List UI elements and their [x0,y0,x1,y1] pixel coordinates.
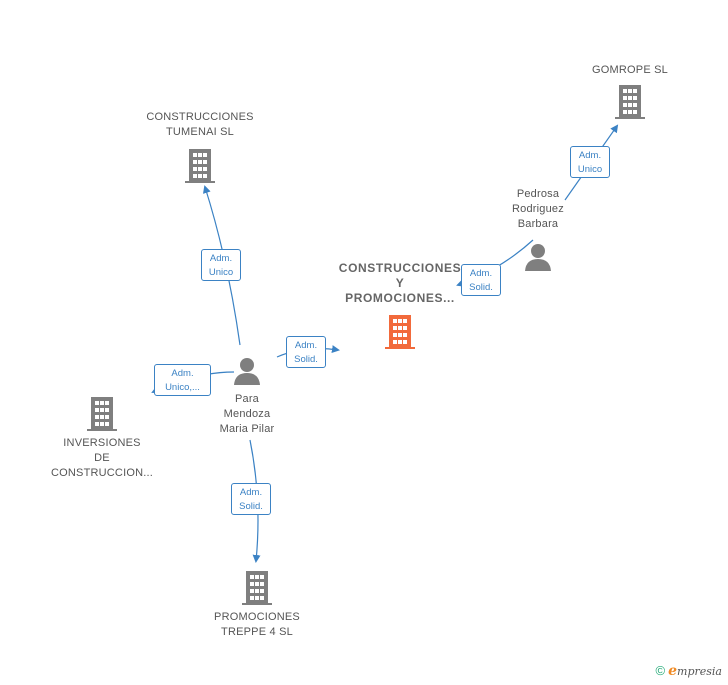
person-label: Pedrosa Rodriguez Barbara [512,188,564,230]
company-label: GOMROPE SL [592,64,668,76]
role-badge-pedrosa-main[interactable]: Adm. Solid. [461,264,501,296]
role-badge-para-tumenai[interactable]: Adm. Unico [201,249,241,281]
person-node-pedrosa[interactable]: Pedrosa Rodriguez Barbara [498,187,578,272]
building-icon [87,397,117,431]
building-icon [242,571,272,605]
footer-brand: © empresia [655,663,722,679]
building-icon [385,315,415,349]
company-node-tumenai[interactable]: CONSTRUCCIONES TUMENAI SL [140,110,260,184]
company-node-inversiones[interactable]: INVERSIONES DE CONSTRUCCION... [40,396,164,481]
role-badge-para-main[interactable]: Adm. Solid. [286,336,326,368]
company-label: CONSTRUCCIONES TUMENAI SL [146,111,254,138]
company-node-treppe[interactable]: PROMOCIONES TREPPE 4 SL [197,570,317,640]
person-node-para[interactable]: Para Mendoza Maria Pilar [204,356,290,437]
person-label: Para Mendoza Maria Pilar [219,393,275,435]
person-icon [525,244,551,271]
company-node-gomrope[interactable]: GOMROPE SL [570,63,690,120]
person-icon [234,358,260,385]
role-badge-para-inversiones[interactable]: Adm. Unico,... [154,364,211,396]
company-node-main[interactable]: CONSTRUCCIONES Y PROMOCIONES... [335,261,465,350]
brand-logo: empresia [668,663,722,679]
company-label: INVERSIONES DE CONSTRUCCION... [51,437,153,479]
company-label: CONSTRUCCIONES Y PROMOCIONES... [338,261,462,305]
role-badge-para-treppe[interactable]: Adm. Solid. [231,483,271,515]
building-icon [185,149,215,183]
copyright-icon: © [655,663,666,678]
building-icon [615,85,645,119]
role-badge-pedrosa-gomrope[interactable]: Adm. Unico [570,146,610,178]
company-label: PROMOCIONES TREPPE 4 SL [214,611,300,638]
